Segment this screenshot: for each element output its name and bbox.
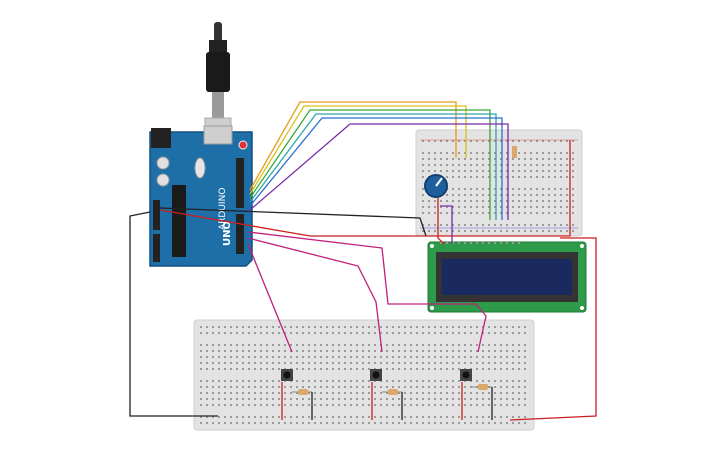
data-wires: [249, 101, 509, 220]
pushbutton-1[interactable]: [281, 369, 293, 381]
power-header[interactable]: [153, 200, 160, 230]
resistor-lcd: [512, 146, 517, 158]
digital-header-2[interactable]: [236, 214, 244, 254]
breadboard-large[interactable]: [193, 319, 535, 431]
atmega-chip: [172, 185, 186, 257]
resistor-1: [292, 389, 312, 395]
potentiometer[interactable]: [424, 174, 448, 198]
usb-cable: [204, 22, 232, 135]
arduino-uno-board[interactable]: ARDUINO UNO: [149, 125, 253, 267]
lcd-display[interactable]: [427, 241, 587, 313]
power-wires: [129, 140, 597, 421]
resistor-3: [472, 384, 492, 390]
analog-header[interactable]: [153, 234, 160, 262]
arduino-brand: ARDUINO: [218, 188, 228, 230]
button-wires: [247, 231, 487, 353]
pushbutton-3[interactable]: [460, 369, 472, 381]
resistor-2: [382, 389, 402, 395]
lcd-screen: [442, 259, 572, 295]
usb-port: [203, 125, 233, 145]
pushbutton-2[interactable]: [370, 369, 382, 381]
reset-button[interactable]: [238, 140, 248, 150]
crystal: [194, 157, 206, 179]
digital-header[interactable]: [236, 158, 244, 208]
arduino-model: UNO: [222, 221, 233, 246]
breadboard-small[interactable]: [415, 129, 583, 237]
breadboard-jumpers: [281, 382, 493, 420]
power-jack: [151, 128, 171, 148]
